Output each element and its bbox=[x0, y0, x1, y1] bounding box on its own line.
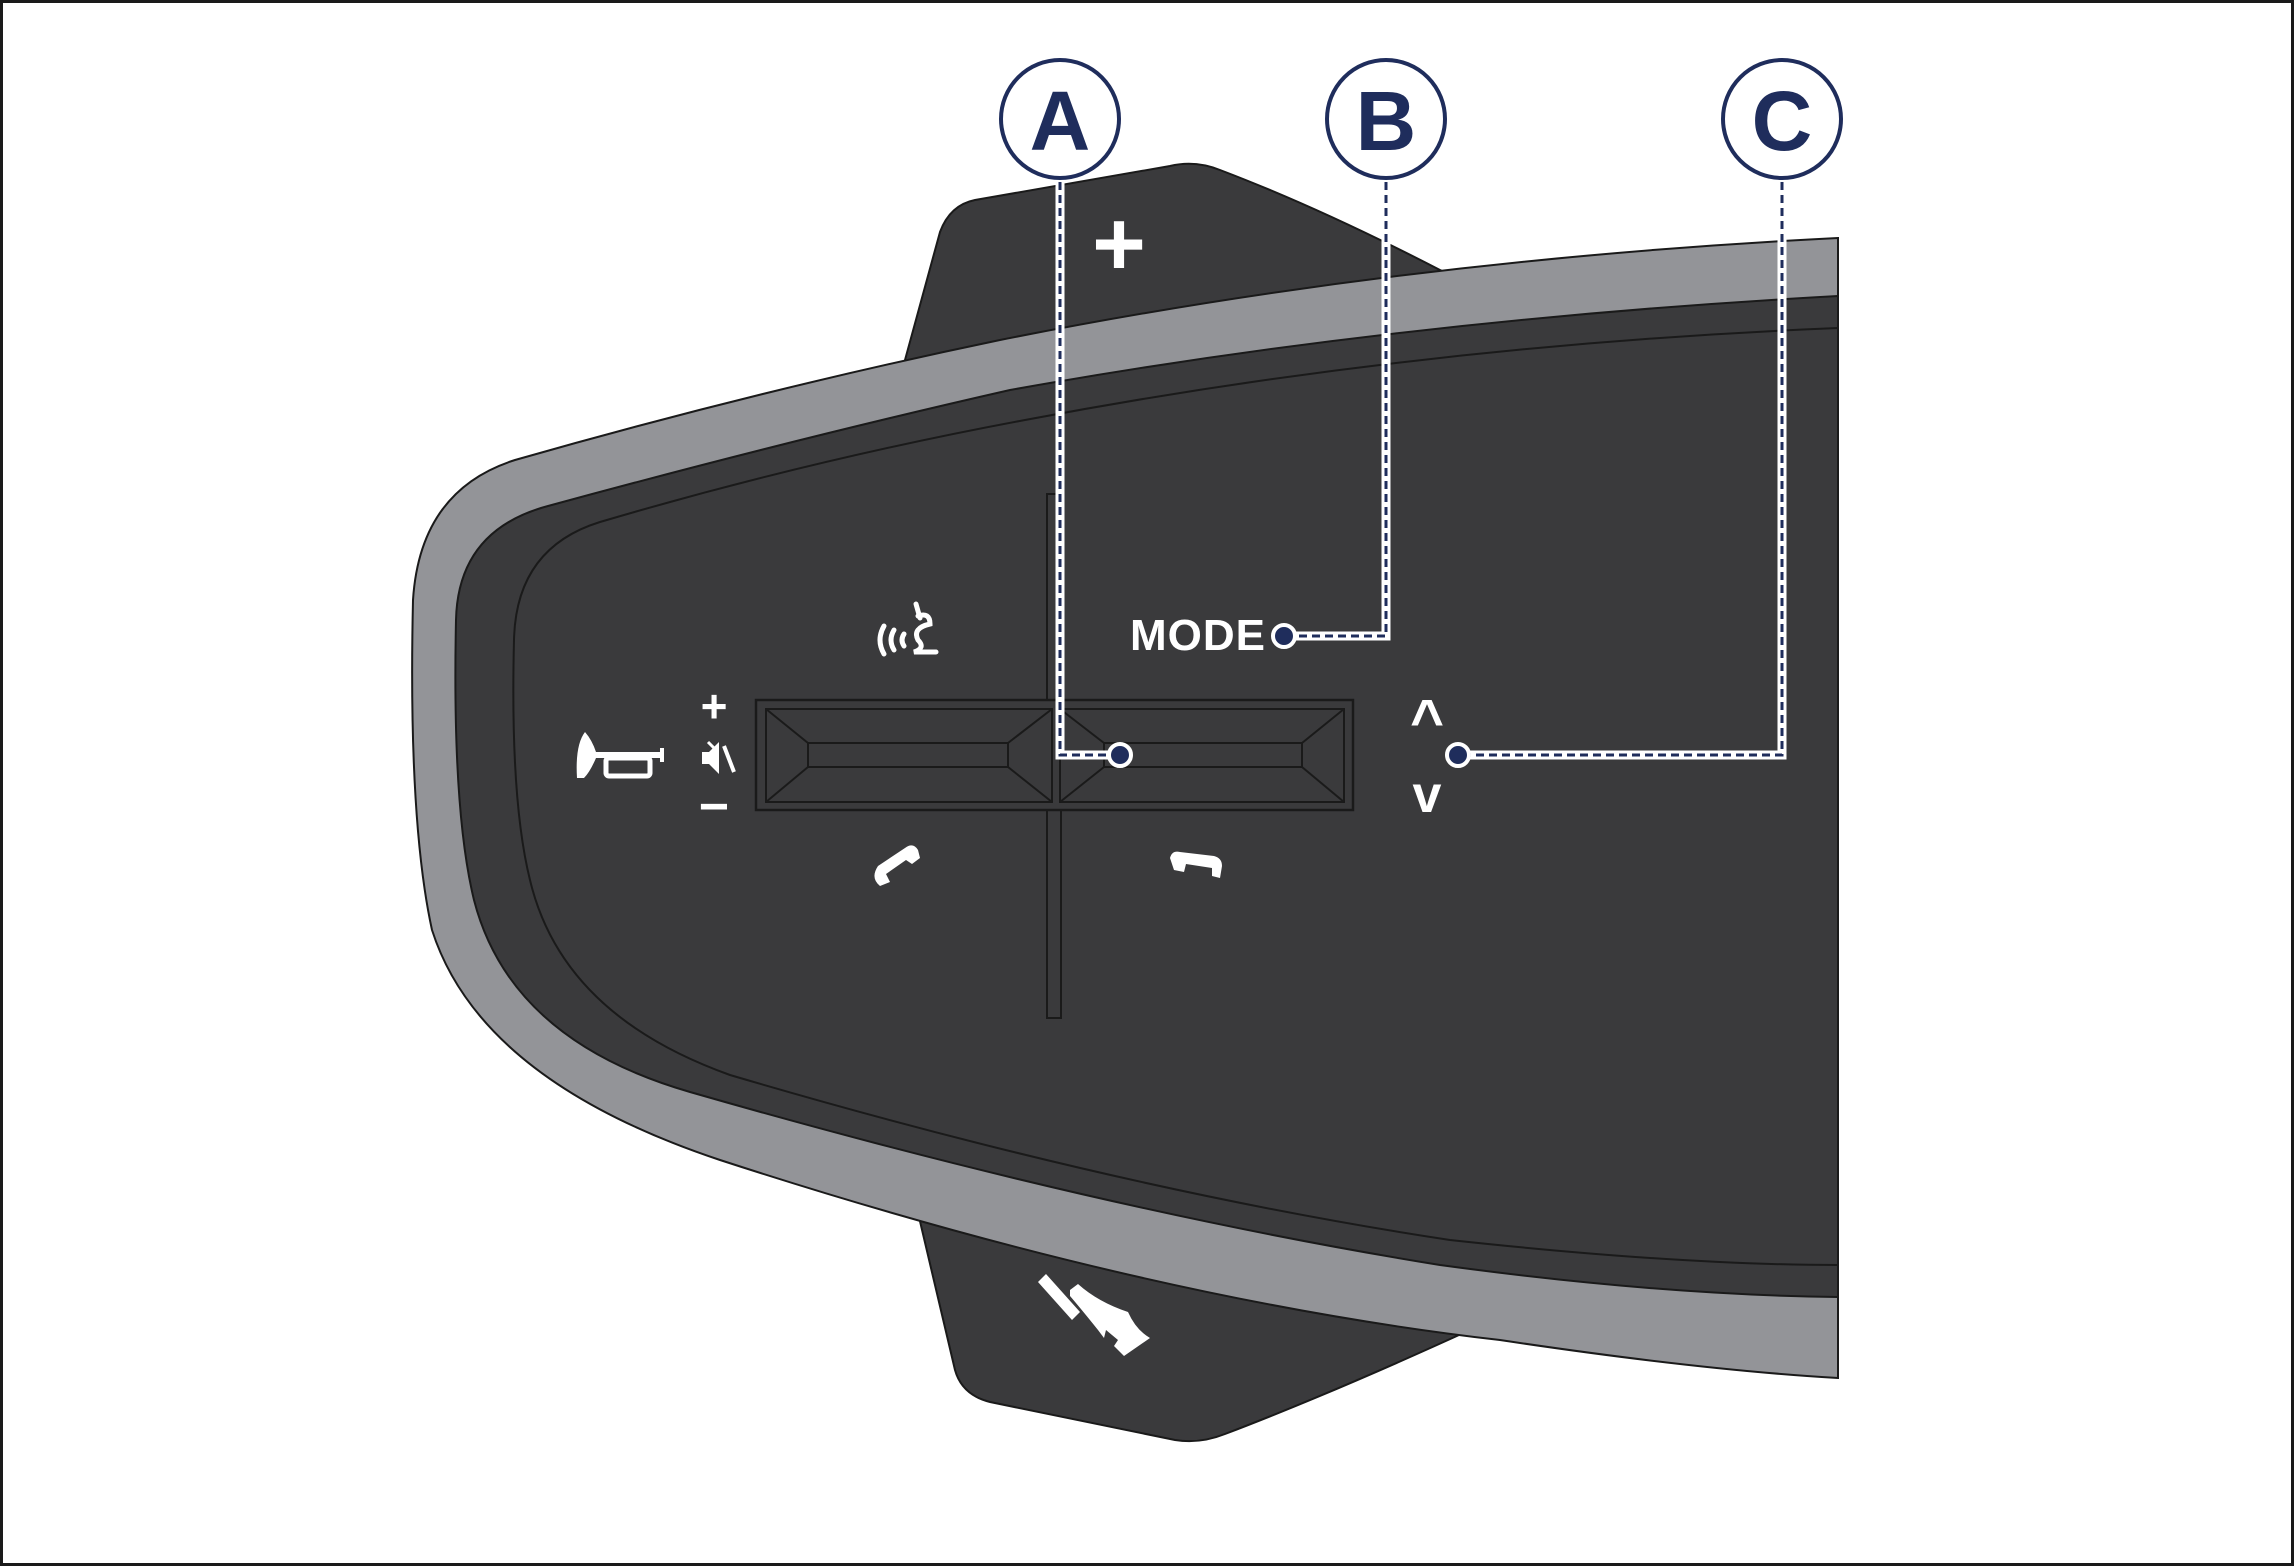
down-arrow-label: v bbox=[1413, 766, 1442, 824]
paddle-plus-label: + bbox=[1092, 193, 1146, 295]
callout-b-anchor-dot bbox=[1271, 623, 1297, 649]
horn-icon bbox=[576, 732, 664, 779]
phone-hangup-icon bbox=[1170, 851, 1222, 878]
callout-c: C bbox=[1721, 58, 1843, 180]
volume-minus-label: − bbox=[699, 778, 729, 836]
callout-b: B bbox=[1325, 58, 1447, 180]
callout-c-anchor-dot bbox=[1445, 742, 1471, 768]
callout-a-anchor-dot bbox=[1107, 742, 1133, 768]
volume-plus-label: + bbox=[701, 680, 728, 732]
callout-c-letter: C bbox=[1752, 74, 1813, 168]
callout-b-letter: B bbox=[1356, 74, 1417, 168]
up-arrow-label: ^ bbox=[1410, 688, 1444, 753]
voice-command-icon bbox=[877, 601, 939, 657]
mute-icon bbox=[702, 740, 736, 774]
lower-paddle bbox=[913, 1199, 1473, 1443]
callout-a-letter: A bbox=[1030, 74, 1091, 168]
mode-label: MODE bbox=[1130, 611, 1266, 660]
driver-assist-icon bbox=[1038, 1274, 1150, 1356]
callout-a: A bbox=[999, 58, 1121, 180]
callout-leaders bbox=[1055, 182, 1787, 760]
left-rocker-button[interactable] bbox=[765, 708, 1053, 803]
phone-answer-icon bbox=[874, 845, 920, 886]
